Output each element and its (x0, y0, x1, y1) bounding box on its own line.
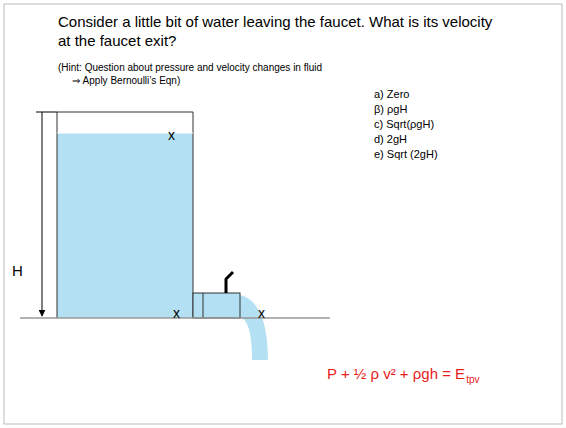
point-mark: x (168, 127, 175, 143)
height-arrow (42, 112, 43, 316)
point-mark: x (173, 305, 180, 321)
hint-text: ⇒ Apply Bernoulli’s Eqn) (72, 75, 180, 87)
height-tick (36, 112, 57, 113)
height-label: H (12, 262, 23, 279)
slide-border (4, 4, 562, 424)
point-mark: x (258, 305, 265, 321)
tank-wall (57, 112, 193, 318)
answer-option: a) Zero (374, 88, 409, 101)
answer-option: e) Sqrt (2gH) (374, 148, 438, 161)
answer-option: d) 2gH (374, 133, 407, 146)
equation-subscript: tpv (466, 374, 479, 386)
water-stream (240, 295, 268, 360)
faucet-joint (203, 293, 204, 318)
slide-title: Consider a little bit of water leaving t… (58, 12, 498, 50)
water (57, 133, 193, 318)
answer-option: β) ρgH (374, 103, 407, 116)
faucet (193, 293, 240, 318)
faucet-handle (226, 272, 233, 293)
bernoulli-equation: P + ½ ρ v² + ρgh = E (327, 365, 465, 382)
hint-text: (Hint: Question about pressure and veloc… (58, 62, 322, 74)
answer-option: c) Sqrt(ρgH) (374, 118, 434, 131)
